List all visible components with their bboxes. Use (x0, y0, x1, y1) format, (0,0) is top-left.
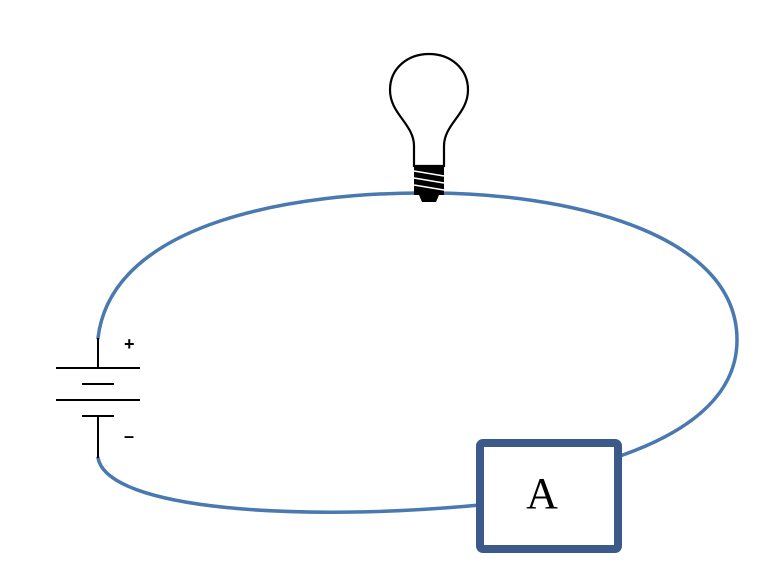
light-bulb-icon (388, 52, 470, 202)
battery-plus-label: + (124, 334, 135, 354)
battery-minus-label: – (124, 426, 134, 446)
wire-top-loop (96, 191, 739, 458)
wire-bottom (96, 456, 482, 514)
ammeter-box (476, 439, 622, 553)
battery-icon (56, 338, 140, 458)
ammeter-label: A (526, 469, 558, 518)
ammeter: A (476, 439, 622, 553)
